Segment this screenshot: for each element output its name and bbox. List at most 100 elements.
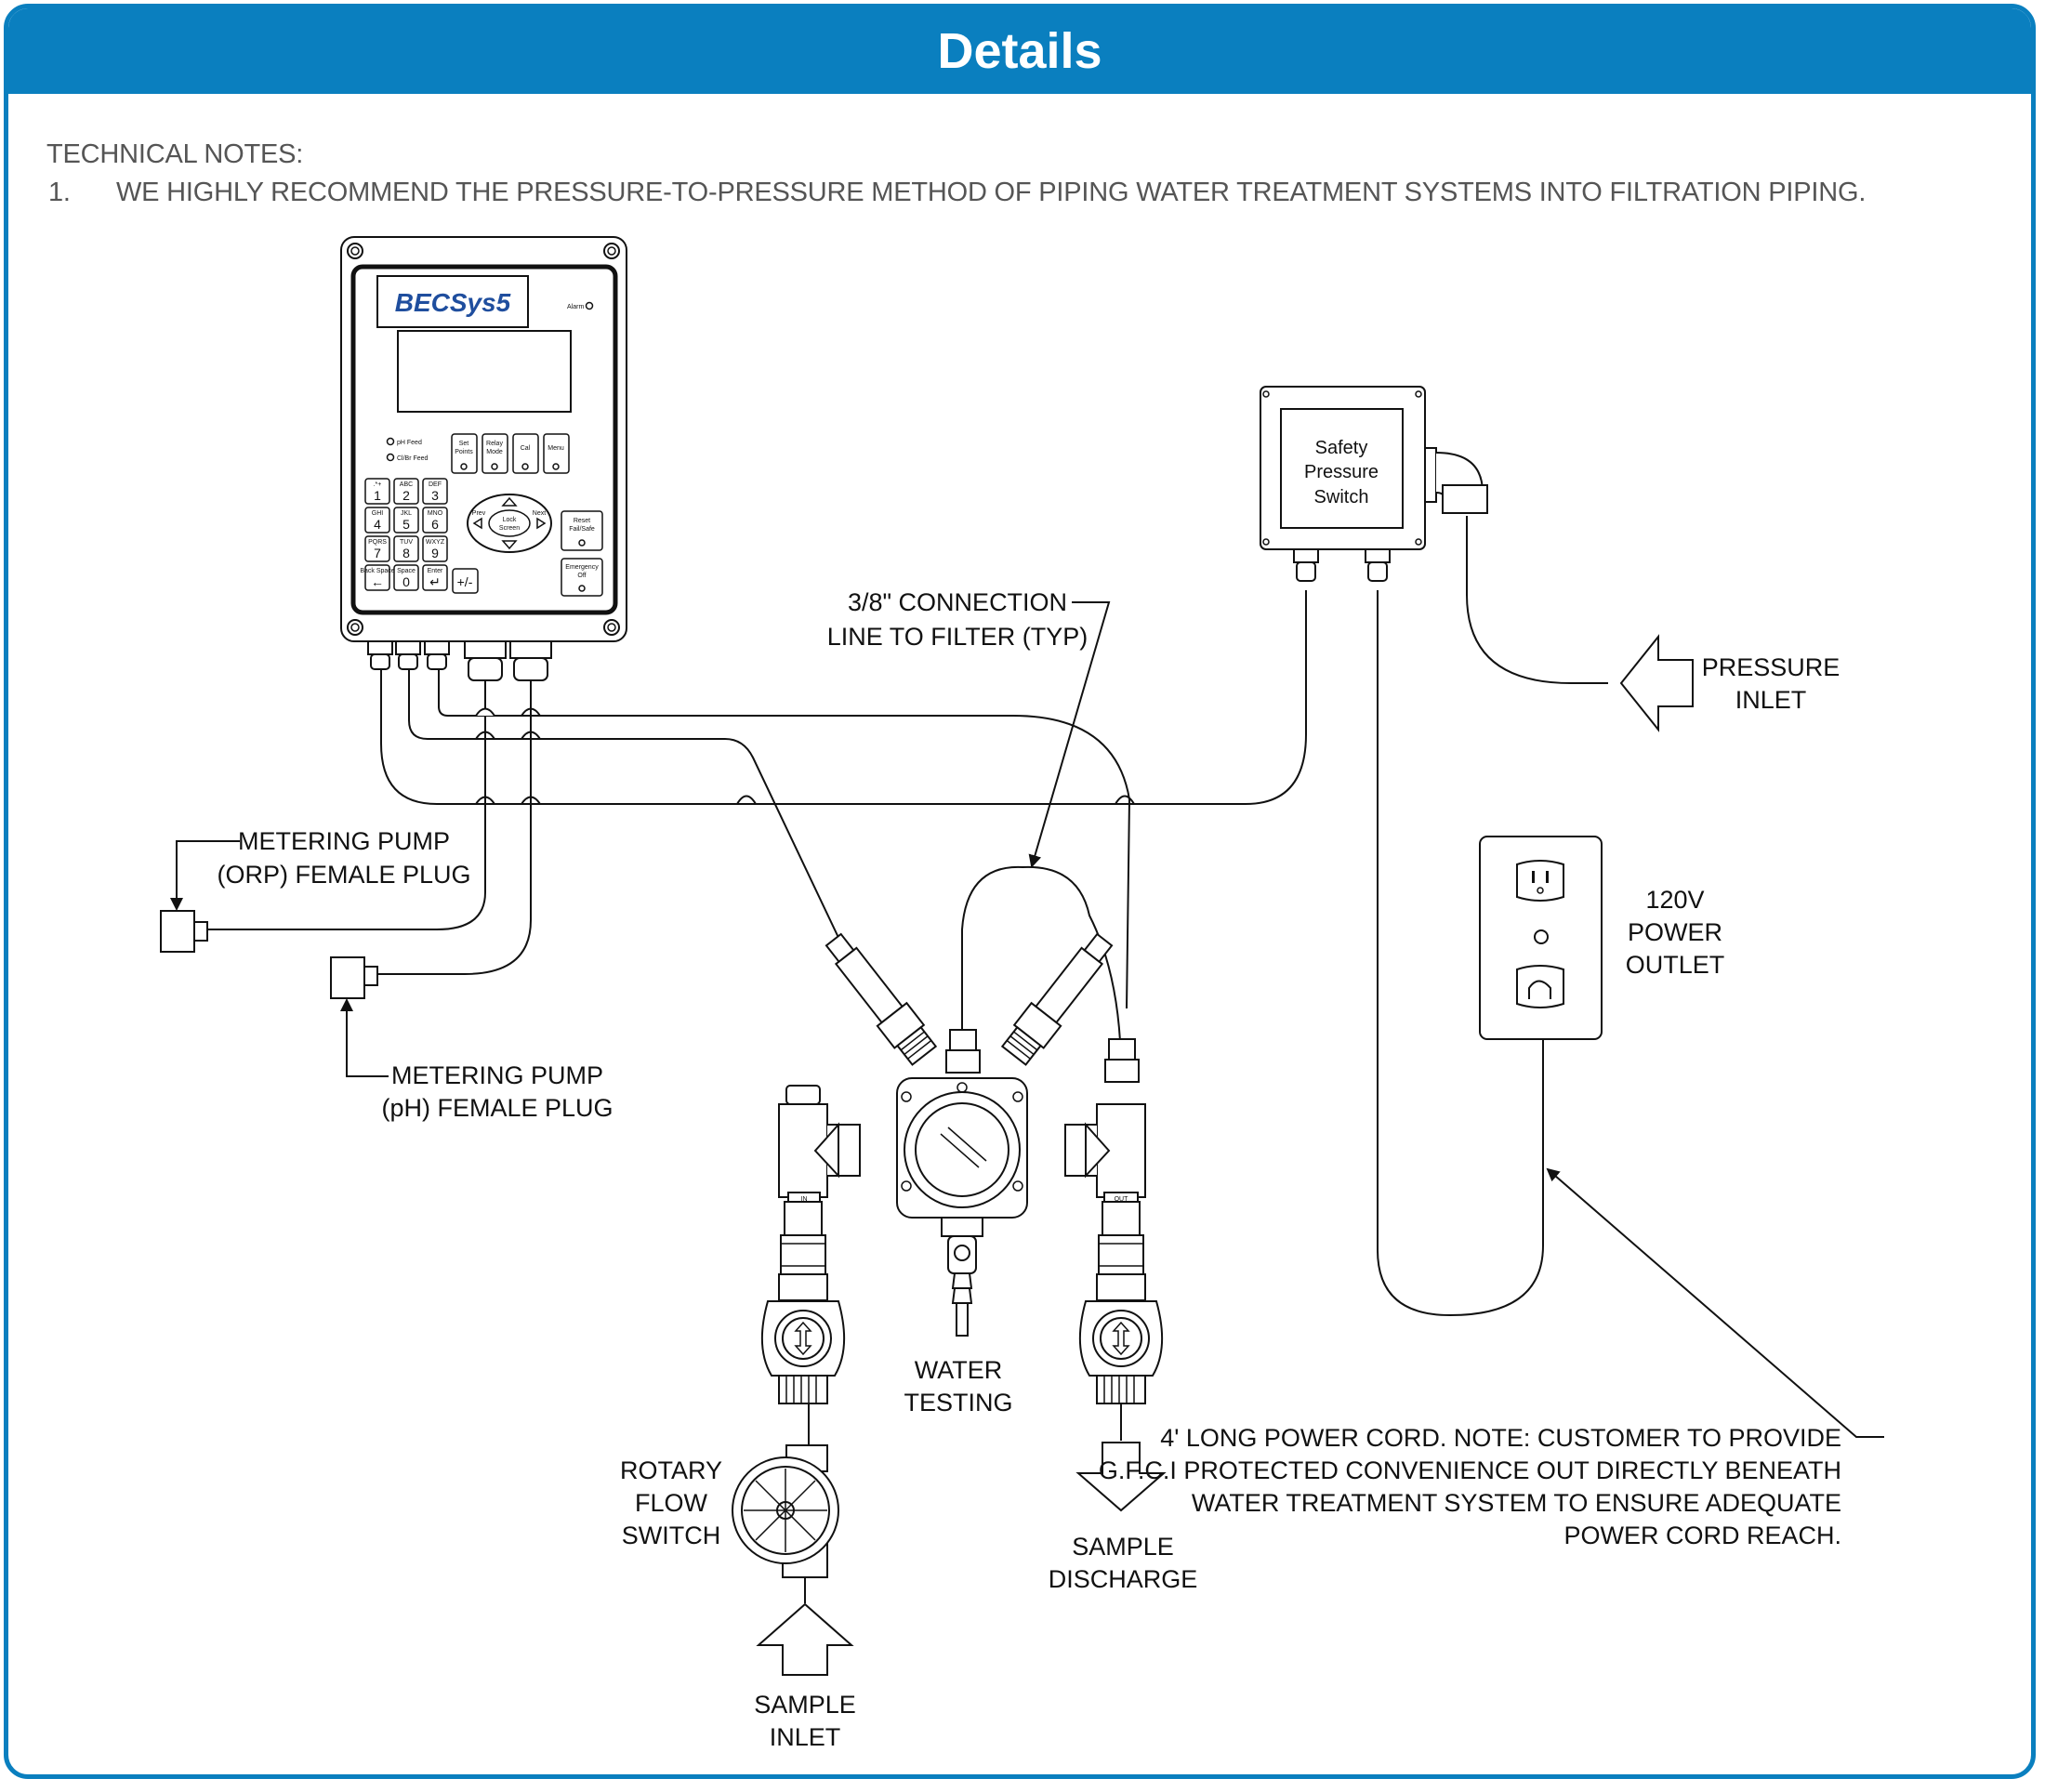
switch-label-3: Switch: [1314, 487, 1369, 507]
keypad-key-label: 5: [402, 517, 410, 532]
keypad-key-label: 4: [374, 517, 381, 532]
pressure-inlet-label-2: INLET: [1735, 686, 1807, 714]
keypad-key: .*+1: [364, 478, 390, 505]
keypad-key-sublabel: Back Space: [360, 568, 394, 574]
outlet-label-1: 120V: [1645, 886, 1704, 914]
outlet-label-3: OUTLET: [1626, 951, 1725, 979]
keypad-key-sublabel: GHI: [372, 510, 384, 517]
rotary-flow-switch: [732, 1444, 839, 1603]
keypad-key-label: 6: [431, 517, 439, 532]
ph-label-2: (pH) FEMALE PLUG: [381, 1094, 613, 1122]
sample-discharge-label-1: SAMPLE: [1072, 1533, 1174, 1561]
rotary-label-3: SWITCH: [622, 1522, 720, 1549]
keypad-key-label: 9: [431, 546, 439, 560]
keypad-key-label: 7: [374, 546, 381, 560]
cord-note-line-3: WATER TREATMENT SYSTEM TO ENSURE ADEQUAT…: [1192, 1489, 1841, 1517]
cord-note-line-4: POWER CORD REACH.: [1563, 1522, 1841, 1549]
keypad-key-sublabel: PQRS: [368, 539, 387, 546]
cord-note-leader: [1546, 1167, 1884, 1438]
switch-label-1: Safety: [1315, 438, 1368, 458]
cable-glands: [367, 640, 552, 681]
controller-logo: BECSys5: [395, 288, 511, 317]
cables: [207, 516, 1608, 1317]
failsafe-label: Fail/Safe: [569, 526, 595, 533]
orp-label-2: (ORP) FEMALE PLUG: [217, 861, 470, 889]
cord-note-line-1: 4' LONG POWER CORD. NOTE: CUSTOMER TO PR…: [1160, 1424, 1841, 1452]
inlet-valve-assembly: [760, 1201, 846, 1445]
orp-plug: [160, 840, 240, 953]
note-text: WE HIGHLY RECOMMEND THE PRESSURE-TO-PRES…: [116, 178, 1867, 207]
ph-plug: [330, 956, 389, 1077]
technical-notes-heading: TECHNICAL NOTES:: [46, 139, 304, 169]
ph-feed-label: pH Feed: [397, 440, 422, 446]
cl-feed-label: Cl/Br Feed: [397, 455, 429, 462]
orp-label-1: METERING PUMP: [238, 827, 450, 855]
sample-discharge-label-2: DISCHARGE: [1049, 1565, 1198, 1593]
keypad-key-sublabel: ABC: [400, 481, 413, 488]
keypad-key-label: 1: [374, 488, 381, 503]
connection-label-1: 3/8" CONNECTION: [848, 588, 1067, 616]
svg-text:Set: Set: [459, 441, 469, 447]
off-label: Off: [577, 573, 586, 579]
svg-text:Mode: Mode: [486, 449, 503, 455]
emergency-label: Emergency: [565, 564, 599, 571]
menu-button-label: Menu: [548, 445, 564, 452]
rotary-label-1: ROTARY: [620, 1456, 722, 1484]
connection-leader: [1028, 601, 1111, 868]
alarm-label: Alarm: [567, 304, 584, 310]
keypad-key-label: 8: [402, 546, 410, 560]
nav-screen: Screen: [499, 525, 520, 532]
nav-lock: Lock: [503, 517, 517, 523]
controller-keypad: .*+1ABC2DEF3GHI4JKL5MNO6PQRS7TUV8WXYZ9Ba…: [360, 478, 448, 591]
controller-unit: BECSys5 Alarm pH Feed Cl/Br Feed Set Poi…: [340, 236, 627, 681]
keypad-key: Back Space←: [360, 564, 395, 591]
plusminus-label: +/-: [457, 574, 473, 589]
alarm-led: [585, 301, 594, 310]
keypad-key-sublabel: Enter: [428, 568, 443, 574]
top-button-group: Set Points Relay Mode Cal Menu: [451, 433, 570, 474]
keypad-key-sublabel: TUV: [400, 539, 413, 546]
pressure-inlet-label-1: PRESSURE: [1702, 653, 1840, 681]
keypad-key-label: 3: [431, 488, 439, 503]
keypad-key-label: ↵: [429, 574, 441, 589]
flow-cell-assembly: IN OUT: [778, 932, 1146, 1337]
keypad-key-sublabel: MNO: [428, 510, 443, 517]
discharge-valve-assembly: [1078, 1201, 1164, 1441]
keypad-key: Enter↵: [422, 564, 448, 591]
keypad-key-sublabel: WXYZ: [426, 539, 445, 546]
cord-note-line-2: G.F.C.I PROTECTED CONVENIENCE OUT DIRECT…: [1099, 1456, 1841, 1484]
pressure-inlet-arrow: [1619, 634, 1694, 732]
out-tag: OUT: [1115, 1196, 1129, 1203]
keypad-key-label: 2: [402, 488, 410, 503]
water-testing-label-2: TESTING: [904, 1389, 1012, 1416]
nav-pad: [467, 494, 552, 553]
sample-discharge-arrow: [1075, 1442, 1167, 1512]
sample-inlet-arrow: [756, 1602, 854, 1676]
note-number: 1.: [48, 178, 71, 207]
keypad-key-sublabel: Space: [397, 568, 416, 574]
keypad-key-label: 0: [402, 574, 410, 589]
rotary-label-2: FLOW: [635, 1489, 708, 1517]
connection-label-2: LINE TO FILTER (TYP): [827, 623, 1088, 651]
safety-pressure-switch: Safety Pressure Switch: [1260, 386, 1488, 582]
sample-inlet-label-1: SAMPLE: [754, 1691, 856, 1719]
controller-display: [397, 330, 572, 413]
nav-prev: Prev: [472, 510, 486, 517]
keypad-key-label: ←: [371, 574, 384, 589]
ph-label-1: METERING PUMP: [391, 1061, 603, 1089]
outlet-label-2: POWER: [1628, 918, 1722, 946]
keypad-key-sublabel: DEF: [429, 481, 442, 488]
cal-button-label: Cal: [521, 445, 531, 452]
keypad-key-sublabel: JKL: [401, 510, 412, 517]
water-testing-label-1: WATER: [915, 1356, 1003, 1384]
sample-inlet-label-2: INLET: [770, 1723, 841, 1751]
